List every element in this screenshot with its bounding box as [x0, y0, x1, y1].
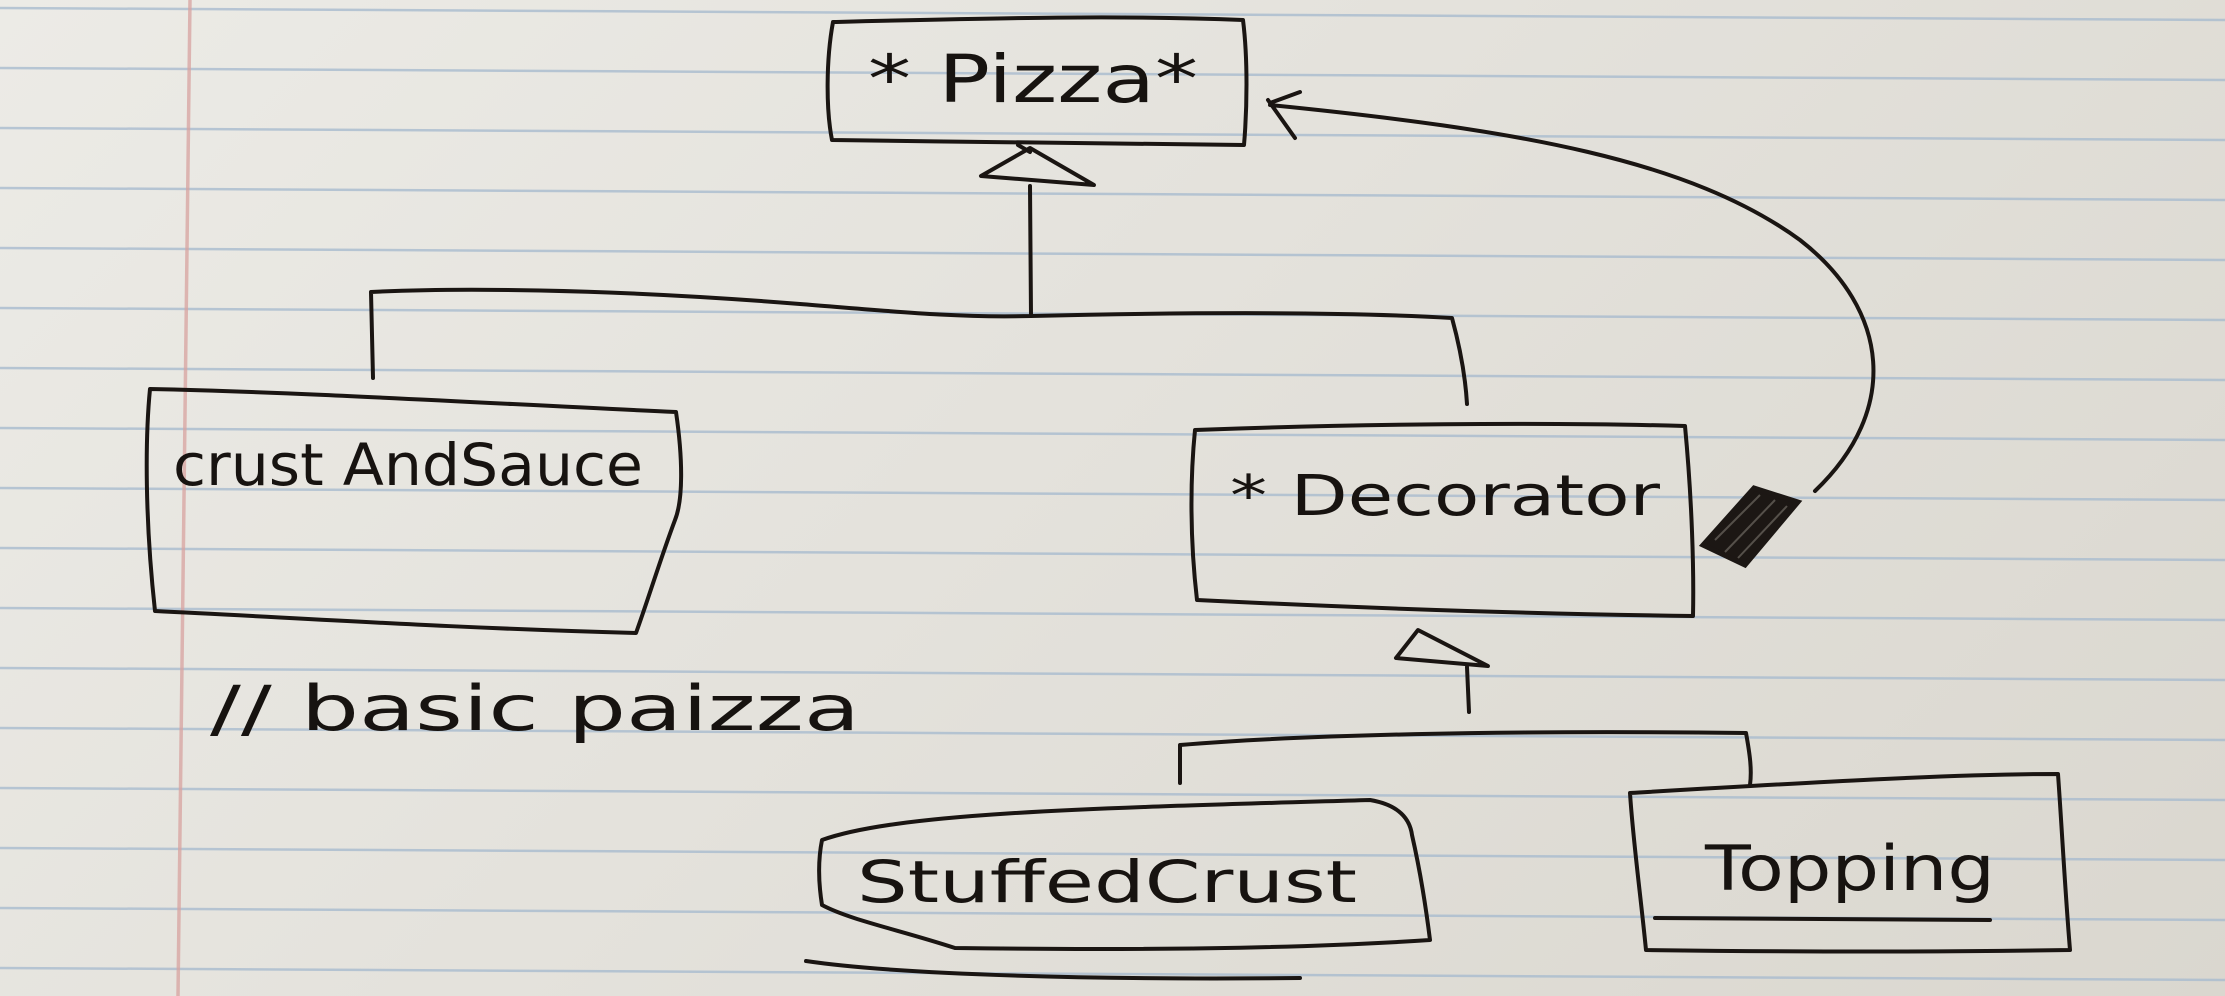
- ruled-line: [0, 666, 2225, 682]
- ruled-line: [0, 66, 2225, 82]
- ruled-line: [0, 846, 2225, 862]
- aggregation-line: [1268, 103, 1876, 493]
- topping-class-label: Topping: [1704, 832, 1995, 905]
- aggregation-arrowhead: [1266, 90, 1302, 140]
- crust-and-sauce-class-box: [144, 387, 684, 635]
- ruled-line: [0, 6, 2225, 22]
- stuffed-crust-class-box: [804, 798, 1432, 981]
- margin-line: [176, 0, 192, 996]
- pizza-class-box: [825, 15, 1249, 147]
- crust-inheritance-connector: [369, 184, 1469, 406]
- ruled-line: [0, 126, 2225, 142]
- ruled-line: [0, 546, 2225, 562]
- decorator-class-box: [1189, 421, 1696, 618]
- decorator-class-label: * Decorator: [1230, 464, 1661, 529]
- crust-and-sauce-class-label: crust AndSauce: [173, 431, 643, 499]
- ruled-line: [0, 246, 2225, 262]
- ruled-line: [0, 966, 2225, 982]
- topping-label-underline: [1653, 916, 1992, 922]
- pizza-class-label: * Pizza*: [868, 41, 1198, 118]
- pizza-inheritance-arrow: [979, 143, 1096, 187]
- ruled-line: [0, 366, 2225, 382]
- decorator-inheritance-arrow: [1394, 628, 1490, 668]
- decorator-subclass-connector: [1178, 665, 1753, 787]
- ruled-line: [0, 786, 2225, 802]
- topping-class-box: [1628, 772, 2072, 954]
- ruled-line: [0, 186, 2225, 202]
- ruled-line: [0, 486, 2225, 502]
- basic-pizza-comment: // basic paizza: [210, 672, 860, 745]
- stuffed-crust-class-label: StuffedCrust: [857, 848, 1357, 916]
- ruled-line: [0, 726, 2225, 742]
- ruled-line: [0, 606, 2225, 622]
